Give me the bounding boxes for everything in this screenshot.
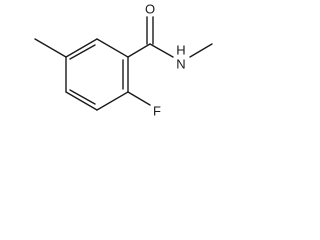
ring-bond-bottom-left [65, 91, 98, 111]
carbonyl-carbon-bond [127, 43, 151, 58]
methyl-bond-ring [34, 38, 67, 58]
ring-bond-top-left [65, 38, 98, 58]
oxygen-label: O [145, 2, 155, 17]
nitrogen-label: N [176, 57, 185, 72]
ring-bond-top-left-inner [69, 44, 96, 60]
fluorine-label: F [153, 104, 161, 119]
nitrogen-hydrogen-label: H [176, 43, 185, 58]
ring-bond-top-right [96, 38, 129, 58]
benzene-ring [65, 38, 129, 111]
molecule-structure-diagram: O H N F [34, 2, 213, 119]
amide-c-n-bond [149, 43, 174, 58]
ring-bond-bottom-right [96, 91, 129, 111]
fluoro-bond [127, 91, 151, 106]
n-methyl-bond [189, 43, 213, 58]
ring-bond-bottom-left-inner [69, 89, 96, 105]
